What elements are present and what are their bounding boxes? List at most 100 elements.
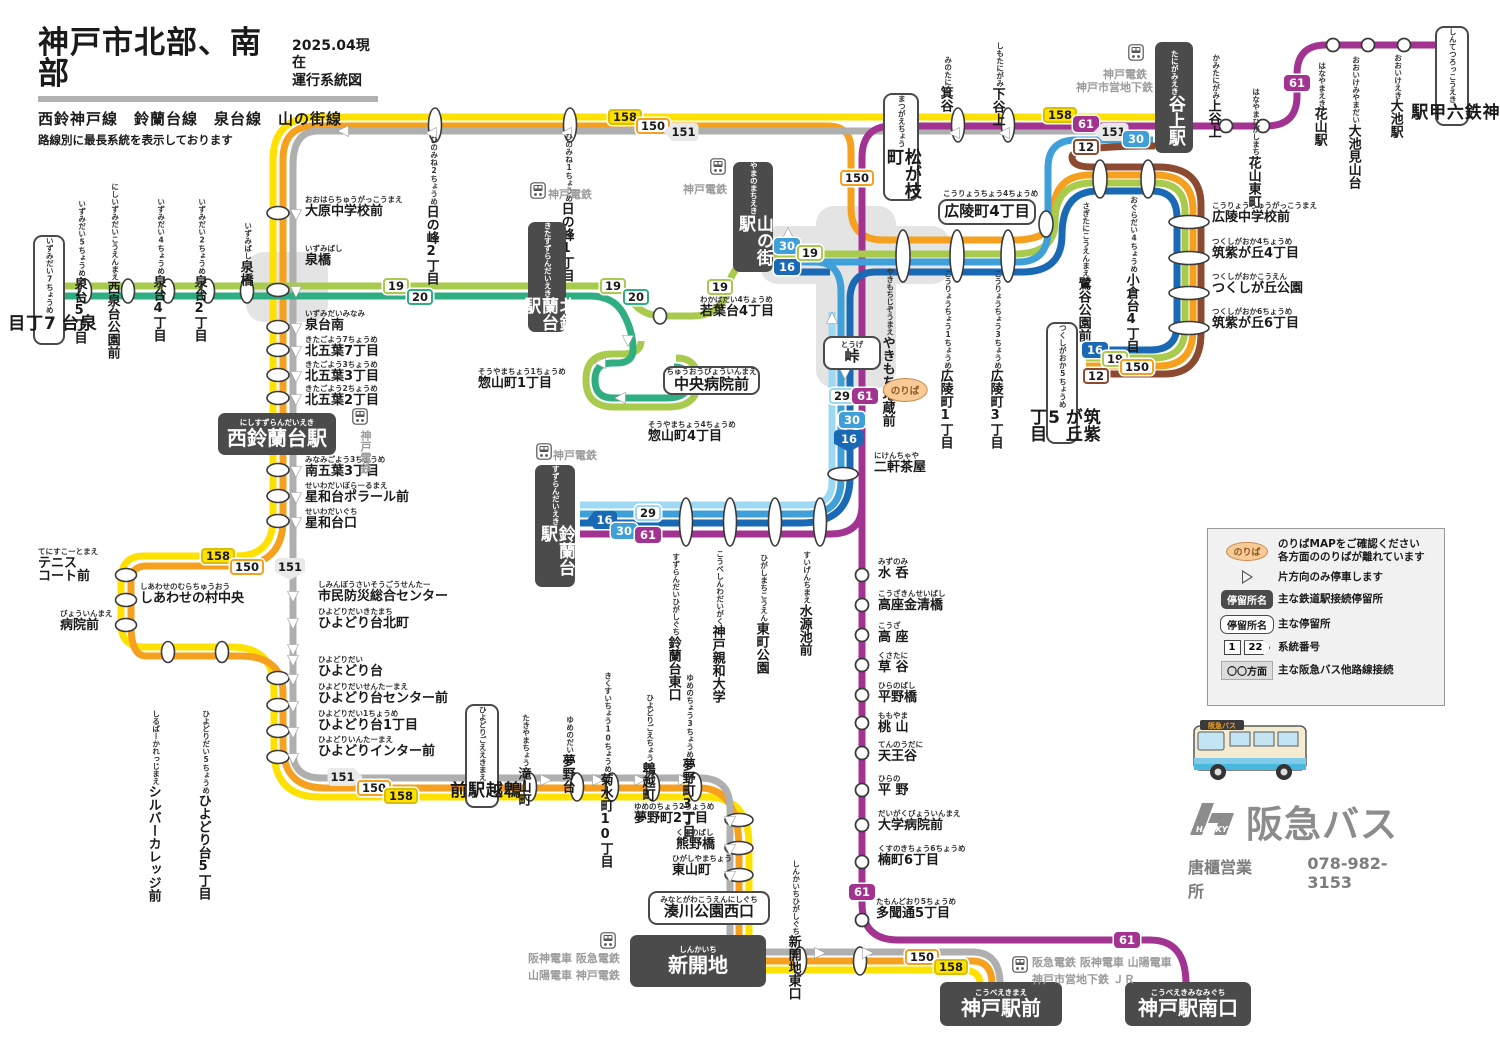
route-badge-30: 30 xyxy=(610,523,638,539)
stop-marker xyxy=(722,497,738,547)
station-furigana: くすのきちょう6ちょうめ xyxy=(878,844,966,853)
station-furigana: そうやまちょう1ちょうめ xyxy=(478,367,566,376)
station-name: 新開地 xyxy=(668,952,728,977)
station-furigana: みずのみ xyxy=(878,557,908,566)
route-badge-29: 29 xyxy=(634,505,662,521)
route-badge-19: 19 xyxy=(1101,351,1129,367)
station-furigana: こうざ xyxy=(878,621,901,630)
station-name: 平 野 xyxy=(878,782,909,798)
station-name: 神戸駅南口 xyxy=(1138,995,1238,1020)
station-furigana: やきもちじぞうまえ xyxy=(885,268,895,336)
stop-marker xyxy=(854,912,870,928)
station-label-天王谷: てんのうだに天王谷 xyxy=(878,741,923,763)
station-label-花山東町: はなやまひがしまち花山東町 xyxy=(1246,88,1261,208)
station-name: ひよどり台北町 xyxy=(318,615,410,631)
station-furigana: すずらんだいえき xyxy=(551,465,561,525)
stop-marker xyxy=(266,282,290,298)
route-badge-150: 150 xyxy=(1119,359,1155,375)
station-name: 鈴蘭台東口 xyxy=(665,635,681,701)
station-label-テニスコート前: てにすこーとまえテニス コート前 xyxy=(38,548,98,584)
station-furigana: ゆめのちょう2ちょうめ xyxy=(634,802,715,811)
legend-panel: のりば のりばMAPをご確認ください 各方面ののりばが離れています 片方向のみ停… xyxy=(1207,528,1445,706)
station-furigana: こうりょうちょう3ちょうめ xyxy=(993,270,1003,369)
station-label-熊野橋: くまのばし熊野橋 xyxy=(676,829,715,851)
route-badge-151: 151 xyxy=(327,768,363,786)
oneway-arrow xyxy=(287,644,299,657)
station-label-広陵町4丁目: こうりょうちょう4ちょうめ広陵町4丁目 xyxy=(938,190,1038,225)
station-label-市民防災総合センター: しみんぼうさいそうごうせんたー市民防災総合センター xyxy=(318,581,448,603)
station-label-病院前: びょういんまえ病院前 xyxy=(60,610,113,632)
rail-company-label: 阪急電鉄 阪神電車 山陽電車 xyxy=(1032,956,1172,969)
station-label-花山駅: はなやまえき花山駅 xyxy=(1312,62,1327,146)
station-name: 鷺谷公園前 xyxy=(1075,277,1091,342)
station-label-鵯越町: ひよどりごえちょう鵯越町 xyxy=(640,694,655,801)
station-name: 北五葉7丁目 xyxy=(305,343,380,359)
stop-marker xyxy=(854,782,870,798)
station-furigana: おおいけみやまだい xyxy=(1351,56,1361,124)
oneway-arrow xyxy=(290,286,302,299)
station-furigana: せいわだいぼらーるまえ xyxy=(305,481,388,490)
stop-marker xyxy=(114,592,138,608)
station-furigana: わかばだい4ちょうめ xyxy=(700,295,773,304)
station-name: 病院前 xyxy=(60,617,100,633)
oneway-arrow xyxy=(287,753,299,766)
legend-oneway-text: 片方向のみ停車します xyxy=(1278,570,1383,583)
station-name: 高座金清橋 xyxy=(878,597,944,613)
route-badge-30: 30 xyxy=(838,412,866,428)
rail-company-label: 神戸市営地下鉄 xyxy=(1076,81,1153,94)
title-block: 神戸市北部、南部 2025.04現在 運行系統図 西鈴神戸線 鈴蘭台線 泉台線 … xyxy=(38,28,378,148)
station-box-谷上駅: たにがみえき谷上駅 xyxy=(1155,42,1193,153)
oneway-arrow xyxy=(290,209,302,222)
station-label-平野橋: ひらのばし平野橋 xyxy=(878,682,917,704)
station-label-桃山: ももやま桃 山 xyxy=(878,712,909,734)
route-badge-151: 151 xyxy=(663,123,699,141)
route-badge-150: 150 xyxy=(635,118,671,134)
station-name: 楠町6丁目 xyxy=(878,852,940,868)
station-furigana: せいわだいぐち xyxy=(305,507,358,516)
stop-marker xyxy=(1325,37,1341,53)
route-badge-19: 19 xyxy=(706,279,734,295)
stop-marker xyxy=(854,817,870,833)
route-line-29-pblue xyxy=(580,312,836,509)
station-label-泉台南: いずみだいみなみ泉台南 xyxy=(305,310,365,332)
legend-noriba-text: のりばMAPをご確認ください 各方面ののりばが離れています xyxy=(1278,538,1425,564)
station-furigana: しんかいち xyxy=(679,945,717,955)
legend-number-text: 系統番号 xyxy=(1278,641,1320,654)
station-name: 広陵中学校前 xyxy=(1212,209,1291,225)
station-label-泉台7丁目: いずみだい7ちょうめ泉台7丁目 xyxy=(4,235,96,345)
station-name: 峠 xyxy=(844,347,860,366)
route-badge-12: 12 xyxy=(1072,139,1100,155)
stop-marker xyxy=(522,772,538,802)
station-name: 広陵町3丁目 xyxy=(987,369,1003,449)
station-furigana: こうりょうちょう4ちょうめ xyxy=(943,189,1039,198)
stop-marker xyxy=(645,772,661,802)
station-furigana: いずみだい5ちょうめ xyxy=(77,200,87,277)
station-name: 泉台5丁目 xyxy=(71,276,87,344)
station-box-鈴蘭台駅: すずらんだいえき鈴蘭台駅 xyxy=(535,465,575,587)
route-number-sample-1: 1 xyxy=(1223,640,1241,656)
route-badge-19: 19 xyxy=(382,278,410,294)
route-number-sample-22: 22 xyxy=(1243,640,1271,656)
oneway-arrow xyxy=(724,816,736,829)
rail-company-label: 神戸電鉄 xyxy=(553,449,597,462)
stop-marker xyxy=(854,567,870,583)
station-label-星和台口: せいわだいぐち星和台口 xyxy=(305,508,358,530)
stop-marker xyxy=(266,749,290,765)
route-badge-158: 158 xyxy=(607,109,643,125)
title-side-note: 2025.04現在 運行系統図 xyxy=(292,38,378,91)
train-icon xyxy=(530,182,546,203)
station-name: 市民防災総合センター xyxy=(318,588,449,604)
station-label-鷺谷公園前: さぎたにこうえんまえ鷺谷公園前 xyxy=(1075,202,1091,342)
station-name: 星和台ポラール前 xyxy=(305,489,410,505)
station-furigana: ひよどりごえちょう xyxy=(645,694,655,762)
station-name: 北五葉2丁目 xyxy=(305,392,380,408)
station-furigana: こうべえきみなみぐち xyxy=(1150,988,1226,998)
station-name: 泉台2丁目 xyxy=(191,274,207,342)
station-name: 箕谷 xyxy=(937,86,953,112)
stop-marker xyxy=(854,687,870,703)
stop-marker xyxy=(114,567,138,583)
rail-company-label: 山陽電車 神戸電鉄 xyxy=(528,969,620,982)
stop-marker xyxy=(854,715,870,731)
station-name: 天王谷 xyxy=(878,748,918,764)
